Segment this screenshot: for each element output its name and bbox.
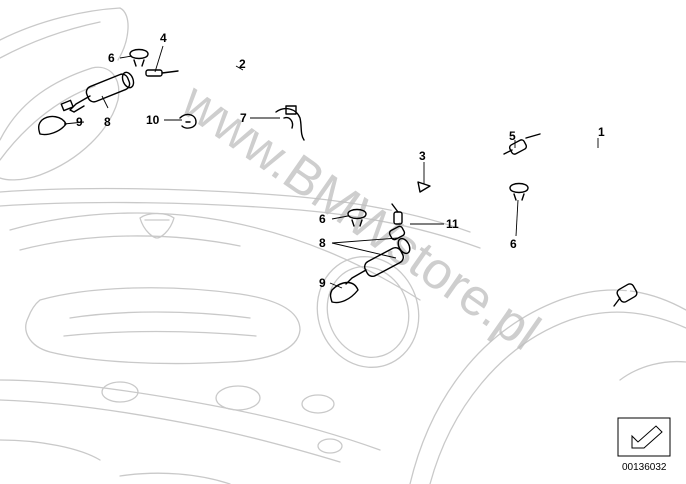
car-outline <box>0 7 686 484</box>
washer-pump-lower <box>345 225 411 285</box>
leader-lines <box>63 45 599 289</box>
fitting-5 <box>503 133 541 155</box>
direction-arrow-icon <box>631 425 663 449</box>
callout-7: 7 <box>240 111 247 125</box>
callout-5: 5 <box>509 129 516 143</box>
hose-2 <box>147 65 426 198</box>
callout-11: 11 <box>446 217 459 231</box>
callout-labels: 4 6 2 9 8 10 7 3 5 1 6 11 6 8 9 <box>76 31 605 290</box>
direction-arrow-box <box>617 417 671 457</box>
callout-6-right: 6 <box>510 237 517 251</box>
callout-8-lower: 8 <box>319 236 326 250</box>
clamp-6-middle <box>347 208 367 227</box>
callout-3: 3 <box>419 149 426 163</box>
clamp-6-right <box>509 182 529 201</box>
callout-8-upper: 8 <box>104 115 111 129</box>
washer-pump-upper <box>60 71 135 113</box>
clamp-6-upper <box>129 48 149 67</box>
callout-10: 10 <box>146 113 160 127</box>
callout-2: 2 <box>239 57 246 71</box>
cap-9-upper <box>37 115 67 136</box>
nozzle-4 <box>145 69 179 77</box>
callout-4: 4 <box>160 31 167 45</box>
holder-7 <box>275 105 305 141</box>
callout-9-upper: 9 <box>76 115 83 129</box>
cap-9-lower <box>329 281 359 304</box>
clip-10 <box>179 113 197 129</box>
callout-6-upper: 6 <box>108 51 115 65</box>
callout-9-lower: 9 <box>319 276 326 290</box>
callout-6-middle: 6 <box>319 212 326 226</box>
callout-1: 1 <box>598 125 605 139</box>
nozzle-11 <box>391 203 403 225</box>
hose-1 <box>388 76 666 294</box>
end-connector-right <box>613 283 638 307</box>
watermark-text: www.BMWstore.pl <box>170 72 550 362</box>
diagram-number: 00136032 <box>622 462 667 473</box>
